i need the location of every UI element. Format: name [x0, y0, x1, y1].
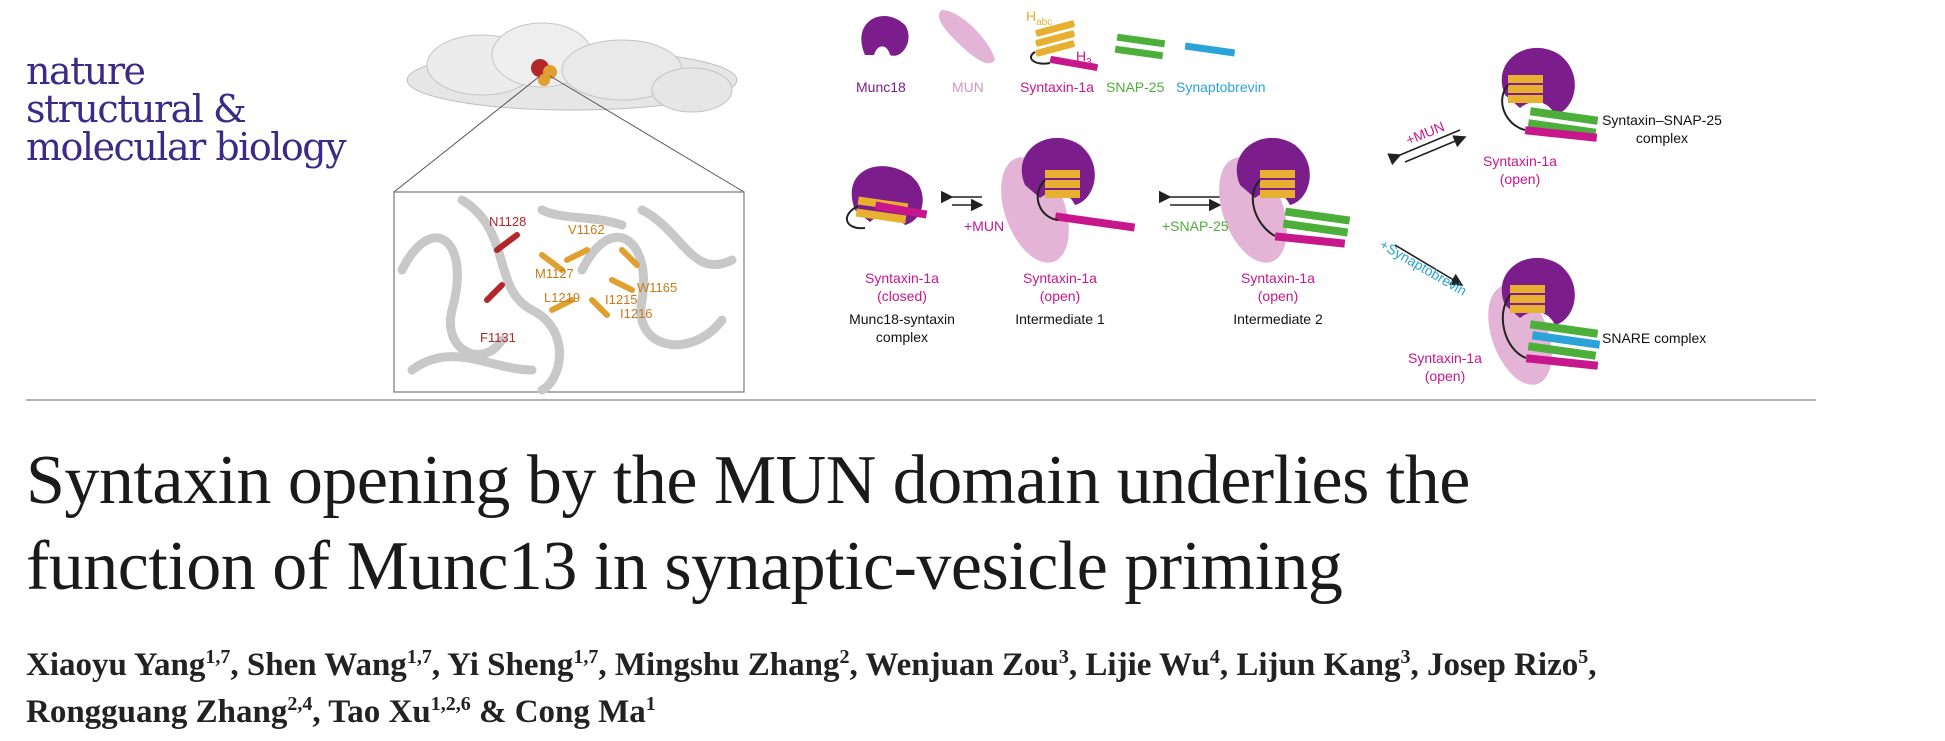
legend-synaptobrevin-label: Synaptobrevin: [1176, 79, 1266, 95]
author-list: Xiaoyu Yang1,7, Shen Wang1,7, Yi Sheng1,…: [26, 642, 1596, 736]
legend-syntaxin-shape: [1030, 20, 1098, 71]
author-name: Mingshu Zhang: [614, 647, 840, 683]
author-affiliation: 3: [1058, 646, 1069, 668]
closed-complex-label-1: Munc18-syntaxin: [849, 311, 955, 327]
residue-label-m1127: M1127: [535, 266, 574, 281]
author-name: Wenjuan Zou: [865, 647, 1059, 683]
journal-logo: nature structural & molecular biology: [26, 49, 347, 169]
author-separator: ,: [1068, 647, 1086, 683]
legend-mun-shape: [938, 10, 995, 64]
int2-label: Intermediate 2: [1233, 311, 1323, 327]
protein-structure-figure: N1128 V1162 M1127 L1219 I1215 W1165 I121…: [392, 10, 762, 395]
legend-habc-letter: H: [1026, 8, 1037, 24]
ss-complex-label-1: Syntaxin–SNAP-25: [1602, 112, 1722, 128]
int1-state-label: (open): [1039, 288, 1081, 304]
residue-label-f1131: F1131: [480, 330, 516, 345]
author-affiliation: 1,7: [406, 646, 432, 668]
closed-syntaxin-label: Syntaxin-1a: [865, 270, 939, 286]
helix-cartoon: [397, 195, 737, 395]
author-separator: ,: [849, 647, 866, 683]
syntaxin-snap25-complex-graphic: [1501, 47, 1599, 142]
protein-structure-image: [393, 22, 745, 395]
snare-state-label: (open): [1424, 368, 1466, 384]
legend-syntaxin-label: Syntaxin-1a: [1020, 79, 1094, 95]
author-affiliation: 2: [839, 646, 850, 668]
legend-habc-sub: abc: [1036, 16, 1053, 28]
author-affiliation: 1,7: [573, 646, 599, 668]
snare-syntaxin-label: Syntaxin-1a: [1408, 350, 1482, 366]
author-separator: ,: [312, 694, 329, 730]
author-line-2: Rongguang Zhang2,4, Tao Xu1,2,6 & Cong M…: [26, 689, 1596, 736]
author-affiliation: 1: [645, 693, 656, 715]
legend-h3-sub: 3: [1086, 56, 1092, 68]
author-name: Shen Wang: [246, 647, 407, 683]
int1-syntaxin-label: Syntaxin-1a: [1023, 270, 1097, 286]
residue-label-i1216: I1216: [620, 306, 653, 321]
legend-munc18-label: Munc18: [856, 79, 906, 95]
legend-h3-label: H3: [1076, 48, 1092, 68]
author-affiliation: 5: [1578, 646, 1589, 668]
arrow-label-plus-mun-1: +MUN: [964, 218, 1005, 234]
author-name: Lijun Kang: [1236, 647, 1401, 683]
article-title: Syntaxin opening by the MUN domain under…: [26, 438, 1470, 610]
snare-complex-graphic: [1488, 257, 1601, 385]
article-title-line1: Syntaxin opening by the MUN domain under…: [26, 442, 1470, 519]
author-separator: ,: [431, 647, 448, 683]
arrow-label-plus-snap25: +SNAP-25: [1162, 218, 1229, 234]
mun-surface-rendering: [406, 22, 738, 113]
journal-logo-line3: molecular biology: [26, 125, 347, 169]
author-name: Josep Rizo: [1426, 647, 1579, 683]
closed-state-label: (closed): [877, 288, 927, 304]
author-separator: ,: [1219, 647, 1237, 683]
intermediate2-graphic: [1219, 137, 1351, 263]
author-name: Rongguang Zhang: [26, 694, 288, 730]
residue-sticks: [484, 232, 640, 318]
closed-complex-graphic: [846, 166, 928, 230]
syntaxin-opening-schematic: Munc18 MUN Syntaxin-1a Habc H3 SNAP-25 S…: [840, 0, 1940, 395]
journal-logo-line1: nature: [26, 49, 146, 93]
author-name: Cong Ma: [514, 694, 646, 730]
intermediate1-graphic: [1001, 137, 1136, 263]
snare-complex-label: SNARE complex: [1602, 330, 1707, 346]
legend-snap25-label: SNAP-25: [1106, 79, 1165, 95]
ss-state-label: (open): [1499, 171, 1541, 187]
author-name: Lijie Wu: [1085, 647, 1210, 683]
author-name: Xiaoyu Yang: [26, 647, 206, 683]
author-name: Tao Xu: [328, 694, 431, 730]
author-affiliation: 2,4: [287, 693, 313, 715]
author-separator: ,: [1410, 647, 1427, 683]
legend-mun-label: MUN: [952, 79, 984, 95]
author-affiliation: 1,2,6: [430, 693, 471, 715]
author-affiliation: 1,7: [205, 646, 231, 668]
article-title-line2: function of Munc13 in synaptic-vesicle p…: [26, 528, 1343, 605]
closed-complex-label-2: complex: [875, 329, 929, 345]
residue-label-w1165: W1165: [637, 280, 678, 295]
header-divider: [26, 399, 1816, 401]
int2-syntaxin-label: Syntaxin-1a: [1241, 270, 1315, 286]
legend-synaptobrevin-shape: [1184, 42, 1236, 57]
schematic-graphics: [846, 10, 1601, 385]
residue-label-l1219: L1219: [544, 290, 581, 305]
residue-label-n1128: N1128: [489, 214, 527, 229]
author-separator: ,: [230, 647, 247, 683]
int1-label: Intermediate 1: [1015, 311, 1105, 327]
author-separator: &: [470, 694, 515, 730]
author-line-1: Xiaoyu Yang1,7, Shen Wang1,7, Yi Sheng1,…: [26, 642, 1596, 689]
residue-label-v1162: V1162: [568, 222, 605, 237]
int2-state-label: (open): [1257, 288, 1299, 304]
ss-complex-label-2: complex: [1635, 130, 1689, 146]
author-affiliation: 3: [1400, 646, 1411, 668]
legend-h3-letter: H: [1076, 48, 1087, 64]
legend-snap25-shape: [1114, 33, 1166, 60]
author-name: Yi Sheng: [447, 647, 574, 683]
author-separator: ,: [1588, 647, 1597, 683]
residue-label-i1215: I1215: [605, 292, 638, 307]
author-separator: ,: [598, 647, 615, 683]
ss-syntaxin-label: Syntaxin-1a: [1483, 153, 1557, 169]
journal-logo-line2: structural &: [26, 87, 247, 131]
legend-habc-label: Habc: [1026, 8, 1052, 28]
author-affiliation: 4: [1209, 646, 1220, 668]
legend-munc18-shape: [861, 16, 909, 56]
